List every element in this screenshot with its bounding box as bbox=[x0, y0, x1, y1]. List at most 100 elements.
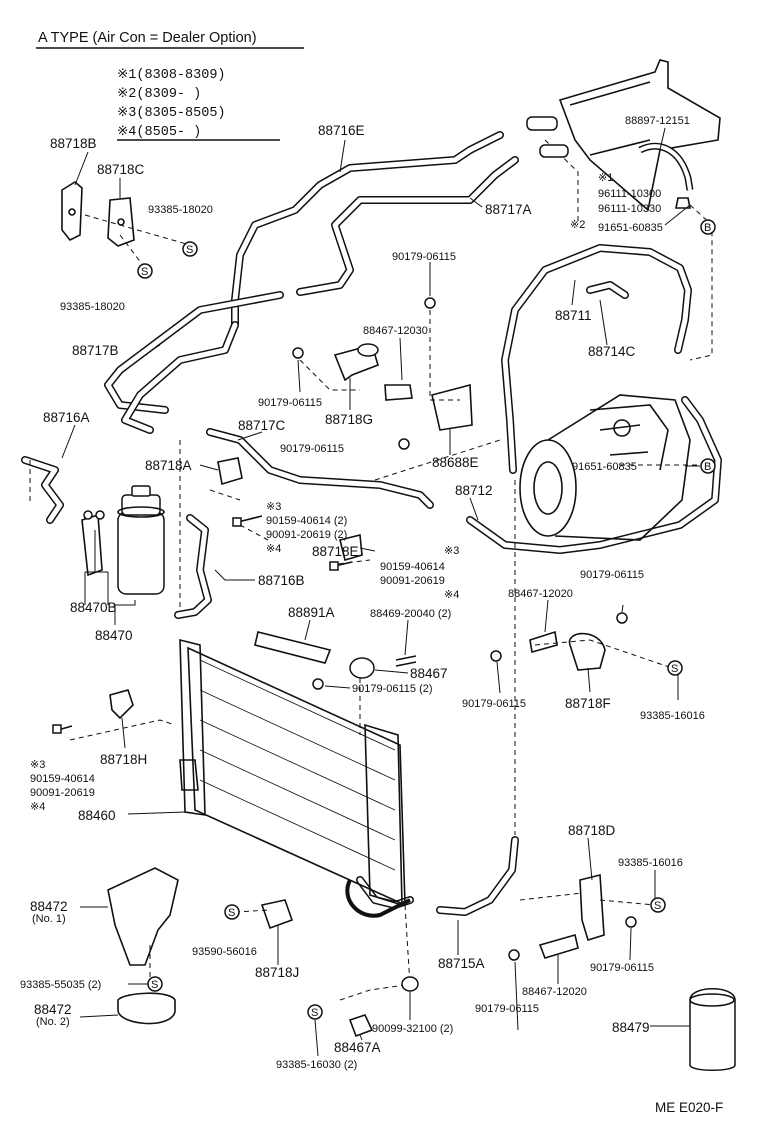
bolt-head bbox=[232, 517, 242, 527]
label-88712: 88712 bbox=[455, 483, 493, 498]
leader bbox=[571, 279, 576, 306]
label-93385-55035: 93385-55035 (2) bbox=[20, 979, 101, 991]
note-marker-4b: ※4 bbox=[444, 589, 459, 601]
dash-leader bbox=[429, 310, 460, 401]
dashed-leaders bbox=[29, 139, 713, 1001]
mark-s-text: S bbox=[654, 900, 661, 912]
leader bbox=[664, 204, 691, 226]
label-90179-06115-e: 90179-06115 (2) bbox=[352, 683, 433, 695]
note-marker-1: ※1 bbox=[598, 172, 613, 184]
label-96111-10330: 96111-10330 bbox=[598, 203, 661, 215]
leader bbox=[114, 600, 136, 625]
label-88711: 88711 bbox=[555, 308, 592, 323]
receiver-drier bbox=[117, 485, 165, 595]
mark-s-text: S bbox=[151, 979, 158, 991]
elbow-hose-inner bbox=[639, 144, 692, 191]
pipe-88711-inner bbox=[502, 245, 691, 473]
oil-can-top bbox=[689, 993, 735, 1007]
pipe-88715a bbox=[436, 836, 519, 916]
label-88718c: 88718C bbox=[97, 162, 145, 177]
leader bbox=[587, 837, 593, 881]
mark-s-circle bbox=[224, 904, 240, 920]
label-88718d: 88718D bbox=[568, 823, 616, 838]
leader bbox=[121, 717, 126, 749]
note-marker-3c: ※3 bbox=[30, 759, 45, 771]
compressor-body bbox=[547, 394, 691, 541]
note-marker-3b: ※3 bbox=[444, 545, 459, 557]
label-88718a: 88718A bbox=[145, 458, 192, 473]
leader bbox=[127, 811, 186, 815]
nut-90179 bbox=[625, 916, 637, 928]
mark-b-circle bbox=[700, 219, 716, 235]
label-88716e: 88716E bbox=[318, 123, 365, 138]
grommet-88718h bbox=[109, 689, 134, 720]
pipe-88714c-inner bbox=[587, 282, 628, 298]
label-88716b: 88716B bbox=[258, 573, 305, 588]
grommet-90099 bbox=[401, 976, 419, 992]
condenser-tank-left bbox=[179, 638, 206, 816]
leader bbox=[84, 530, 109, 605]
dash-leader bbox=[544, 139, 579, 225]
label-88472-no1: 88472 bbox=[30, 899, 68, 914]
pipe-group bbox=[21, 131, 722, 916]
bolt-head bbox=[52, 724, 62, 734]
mark-s-text: S bbox=[228, 907, 235, 919]
label-88467-12020-a: 88467-12020 bbox=[508, 588, 573, 600]
grommet-88718j bbox=[260, 899, 294, 930]
compressor-port bbox=[613, 419, 631, 437]
clamp-88718e bbox=[339, 533, 363, 562]
label-88717a: 88717A bbox=[485, 202, 532, 217]
bracket-88718b bbox=[61, 181, 83, 242]
leader bbox=[339, 139, 346, 173]
nut-90179 bbox=[490, 650, 502, 662]
bracket-hole bbox=[68, 208, 76, 216]
pipe-88715a-inner bbox=[437, 837, 518, 915]
note-2: ※2(8309- ) bbox=[117, 87, 201, 102]
bushing-88467 bbox=[349, 657, 375, 679]
leader bbox=[304, 619, 311, 641]
dash-leader bbox=[84, 214, 191, 246]
label-90179-06115-b: 90179-06115 bbox=[258, 397, 322, 409]
leader bbox=[599, 299, 608, 346]
label-90159-40614-b: 90159-40614 bbox=[380, 561, 445, 573]
circle-marks: S S B B S S S S S bbox=[137, 219, 716, 1020]
type-title: A TYPE (Air Con = Dealer Option) bbox=[38, 30, 257, 46]
bracket-88472-no1 bbox=[107, 867, 179, 966]
pipe-88717b-low bbox=[121, 321, 239, 434]
label-88718h: 88718H bbox=[100, 752, 147, 767]
bolt-head bbox=[329, 561, 339, 571]
condenser bbox=[179, 638, 411, 918]
mark-b-text: B bbox=[704, 222, 711, 234]
switch-88467-12020-b bbox=[538, 933, 579, 959]
leader bbox=[61, 424, 76, 459]
label-90179-06115-c: 90179-06115 bbox=[280, 443, 344, 455]
label-88714c: 88714C bbox=[588, 344, 636, 359]
leader bbox=[359, 547, 376, 552]
nut-90179 bbox=[398, 438, 410, 450]
label-91651-60835-a: 91651-60835 bbox=[598, 222, 663, 234]
leader bbox=[469, 197, 483, 208]
label-90179-06115-f: 90179-06115 bbox=[462, 698, 526, 710]
label-90159-40614-c: 90159-40614 bbox=[30, 773, 95, 785]
compressor-hub bbox=[533, 461, 563, 515]
leader bbox=[74, 151, 89, 186]
leader bbox=[629, 927, 632, 961]
label-90099-32100: 90099-32100 (2) bbox=[372, 1023, 453, 1035]
leader bbox=[399, 337, 403, 381]
shield-88891a bbox=[254, 631, 332, 664]
note-3: ※3(8305-8505) bbox=[117, 106, 226, 121]
label-88718f: 88718F bbox=[565, 696, 611, 711]
bracket-ribs bbox=[569, 81, 651, 156]
bracket-plate bbox=[558, 59, 721, 212]
dash-leader bbox=[119, 234, 146, 269]
label-88688e: 88688E bbox=[432, 455, 479, 470]
fitting-lower bbox=[539, 144, 569, 158]
leader bbox=[514, 961, 519, 1031]
dash-leader bbox=[404, 904, 411, 986]
label-88460: 88460 bbox=[78, 808, 116, 823]
leader bbox=[237, 431, 263, 441]
leader bbox=[659, 127, 666, 151]
leader bbox=[297, 359, 301, 393]
condenser-mount bbox=[179, 759, 199, 791]
drier-cap bbox=[131, 485, 151, 497]
